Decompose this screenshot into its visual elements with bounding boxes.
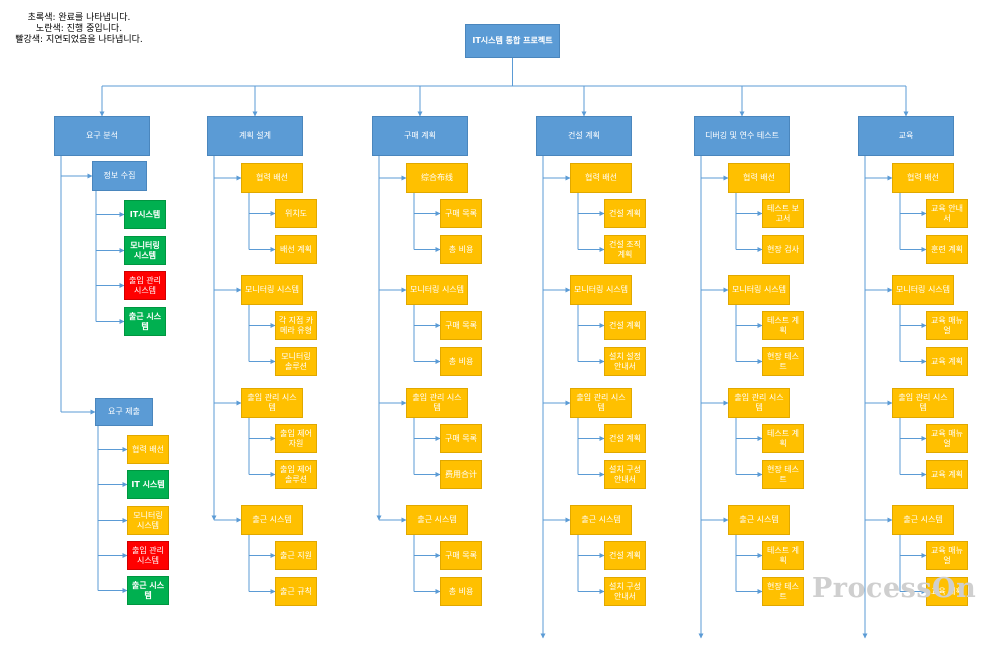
leaf-5-0-1[interactable]: 훈련 계획 <box>926 235 968 264</box>
group-requirement-submit[interactable]: 요구 제출 <box>95 398 153 426</box>
leaf-1-3-0[interactable]: 출근 지원 <box>275 541 317 570</box>
group-4-0[interactable]: 협력 배선 <box>728 163 790 193</box>
leaf-2-0-1[interactable]: 총 비용 <box>440 235 482 264</box>
group-5-3[interactable]: 출근 시스템 <box>892 505 954 535</box>
group-4-2[interactable]: 출입 관리 시스템 <box>728 388 790 418</box>
legend-yellow: 노란색: 진행 중입니다. <box>35 24 123 34</box>
leaf-submit-2[interactable]: 모니터링 시스템 <box>127 506 169 535</box>
leaf-5-2-1[interactable]: 교육 계획 <box>926 460 968 489</box>
leaf-info-1[interactable]: 모니터링 시스템 <box>124 236 166 265</box>
group-5-2[interactable]: 출입 관리 시스템 <box>892 388 954 418</box>
leaf-2-3-1[interactable]: 총 비용 <box>440 577 482 606</box>
leaf-3-3-1[interactable]: 설치 구성 안내서 <box>604 577 646 606</box>
column-header-2[interactable]: 구매 계획 <box>372 116 468 156</box>
group-2-0[interactable]: 综合布线 <box>406 163 468 193</box>
leaf-submit-0[interactable]: 협력 배선 <box>127 435 169 464</box>
leaf-4-1-1[interactable]: 현장 테스트 <box>762 347 804 376</box>
leaf-4-2-0[interactable]: 테스트 계획 <box>762 424 804 453</box>
group-1-1[interactable]: 모니터링 시스템 <box>241 275 303 305</box>
leaf-1-3-1[interactable]: 출근 규칙 <box>275 577 317 606</box>
group-2-1[interactable]: 모니터링 시스템 <box>406 275 468 305</box>
column-header-3[interactable]: 건설 계획 <box>536 116 632 156</box>
leaf-2-3-0[interactable]: 구매 목록 <box>440 541 482 570</box>
leaf-5-1-1[interactable]: 교육 계획 <box>926 347 968 376</box>
root-node[interactable]: IT시스템 통합 프로젝트 <box>465 24 560 58</box>
legend-green: 초록색: 완료를 나타냅니다. <box>27 13 131 23</box>
leaf-5-3-1[interactable]: 교육 계획 <box>926 577 968 606</box>
legend: 초록색: 완료를 나타냅니다. 노란색: 진행 중입니다. 빨강색: 지연되었음… <box>14 13 144 46</box>
group-3-0[interactable]: 협력 배선 <box>570 163 632 193</box>
leaf-2-1-0[interactable]: 구매 목록 <box>440 311 482 340</box>
leaf-info-2[interactable]: 출입 관리 시스템 <box>124 271 166 300</box>
leaf-5-0-0[interactable]: 교육 안내서 <box>926 199 968 228</box>
leaf-1-0-0[interactable]: 위치도 <box>275 199 317 228</box>
group-4-3[interactable]: 출근 시스템 <box>728 505 790 535</box>
leaf-3-1-1[interactable]: 설치 설정 안내서 <box>604 347 646 376</box>
leaf-submit-4[interactable]: 출근 시스템 <box>127 576 169 605</box>
leaf-info-3[interactable]: 출근 시스템 <box>124 307 166 336</box>
leaf-4-3-1[interactable]: 현장 테스트 <box>762 577 804 606</box>
leaf-4-0-0[interactable]: 테스트 보고서 <box>762 199 804 228</box>
group-1-3[interactable]: 출근 시스템 <box>241 505 303 535</box>
leaf-1-1-1[interactable]: 모니터링 솔루션 <box>275 347 317 376</box>
leaf-4-3-0[interactable]: 테스트 계획 <box>762 541 804 570</box>
group-3-1[interactable]: 모니터링 시스템 <box>570 275 632 305</box>
group-1-0[interactable]: 협력 배선 <box>241 163 303 193</box>
column-header-4[interactable]: 디버깅 및 연수 테스트 <box>694 116 790 156</box>
group-info-collect[interactable]: 정보 수집 <box>92 161 147 191</box>
leaf-2-2-0[interactable]: 구매 목록 <box>440 424 482 453</box>
group-2-3[interactable]: 출근 시스템 <box>406 505 468 535</box>
column-header-5[interactable]: 교육 <box>858 116 954 156</box>
leaf-3-1-0[interactable]: 건설 계획 <box>604 311 646 340</box>
leaf-2-2-1[interactable]: 费用合计 <box>440 460 482 489</box>
watermark: ProcessOn <box>812 573 977 604</box>
leaf-1-2-1[interactable]: 출입 제어 솔루션 <box>275 460 317 489</box>
group-3-2[interactable]: 출입 관리 시스템 <box>570 388 632 418</box>
leaf-3-0-0[interactable]: 건설 계획 <box>604 199 646 228</box>
leaf-5-3-0[interactable]: 교육 매뉴얼 <box>926 541 968 570</box>
group-3-3[interactable]: 출근 시스템 <box>570 505 632 535</box>
leaf-4-1-0[interactable]: 테스트 계획 <box>762 311 804 340</box>
leaf-2-0-0[interactable]: 구매 목록 <box>440 199 482 228</box>
group-5-0[interactable]: 협력 배선 <box>892 163 954 193</box>
group-5-1[interactable]: 모니터링 시스템 <box>892 275 954 305</box>
group-4-1[interactable]: 모니터링 시스템 <box>728 275 790 305</box>
leaf-info-0[interactable]: IT시스템 <box>124 200 166 229</box>
legend-red: 빨강색: 지연되었음을 나타냅니다. <box>15 35 143 45</box>
group-1-2[interactable]: 출입 관리 시스템 <box>241 388 303 418</box>
leaf-submit-1[interactable]: IT 시스템 <box>127 470 169 499</box>
leaf-4-0-1[interactable]: 현장 검사 <box>762 235 804 264</box>
leaf-5-2-0[interactable]: 교육 매뉴얼 <box>926 424 968 453</box>
leaf-5-1-0[interactable]: 교육 매뉴얼 <box>926 311 968 340</box>
leaf-2-1-1[interactable]: 총 비용 <box>440 347 482 376</box>
leaf-3-2-0[interactable]: 건설 계획 <box>604 424 646 453</box>
column-header-0[interactable]: 요구 분석 <box>54 116 150 156</box>
leaf-3-2-1[interactable]: 설치 구성 안내서 <box>604 460 646 489</box>
leaf-3-0-1[interactable]: 건설 조직 계획 <box>604 235 646 264</box>
column-header-1[interactable]: 계획 설계 <box>207 116 303 156</box>
leaf-1-0-1[interactable]: 배선 계획 <box>275 235 317 264</box>
group-2-2[interactable]: 출입 관리 시스템 <box>406 388 468 418</box>
leaf-4-2-1[interactable]: 현장 테스트 <box>762 460 804 489</box>
leaf-submit-3[interactable]: 출입 관리 시스템 <box>127 541 169 570</box>
leaf-1-2-0[interactable]: 출입 제어 자원 <box>275 424 317 453</box>
leaf-1-1-0[interactable]: 각 지점 카메라 유형 <box>275 311 317 340</box>
leaf-3-3-0[interactable]: 건설 계획 <box>604 541 646 570</box>
